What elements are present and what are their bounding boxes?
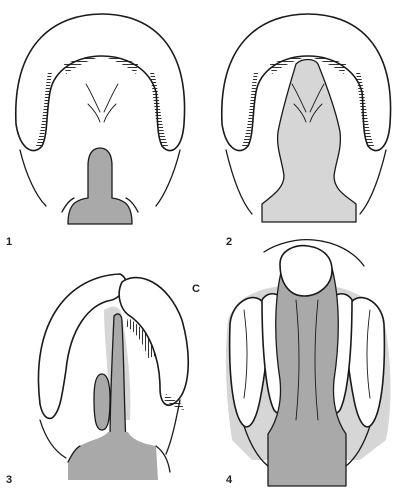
glottis-shape xyxy=(262,60,356,223)
panel-1-label: 1 xyxy=(6,236,12,248)
glottis-shape xyxy=(68,148,132,224)
panel-4-label: 4 xyxy=(226,474,233,486)
epiglottis-tip-shape xyxy=(280,246,332,296)
panel-3 xyxy=(38,274,188,480)
panel-2 xyxy=(222,14,391,222)
panel-2-label: 2 xyxy=(226,236,232,248)
panel-4 xyxy=(226,240,391,486)
panel-3-label: 3 xyxy=(6,474,12,486)
tubercle-shape xyxy=(94,374,110,430)
panel-1 xyxy=(16,14,185,224)
annotation-c: C xyxy=(192,283,200,295)
